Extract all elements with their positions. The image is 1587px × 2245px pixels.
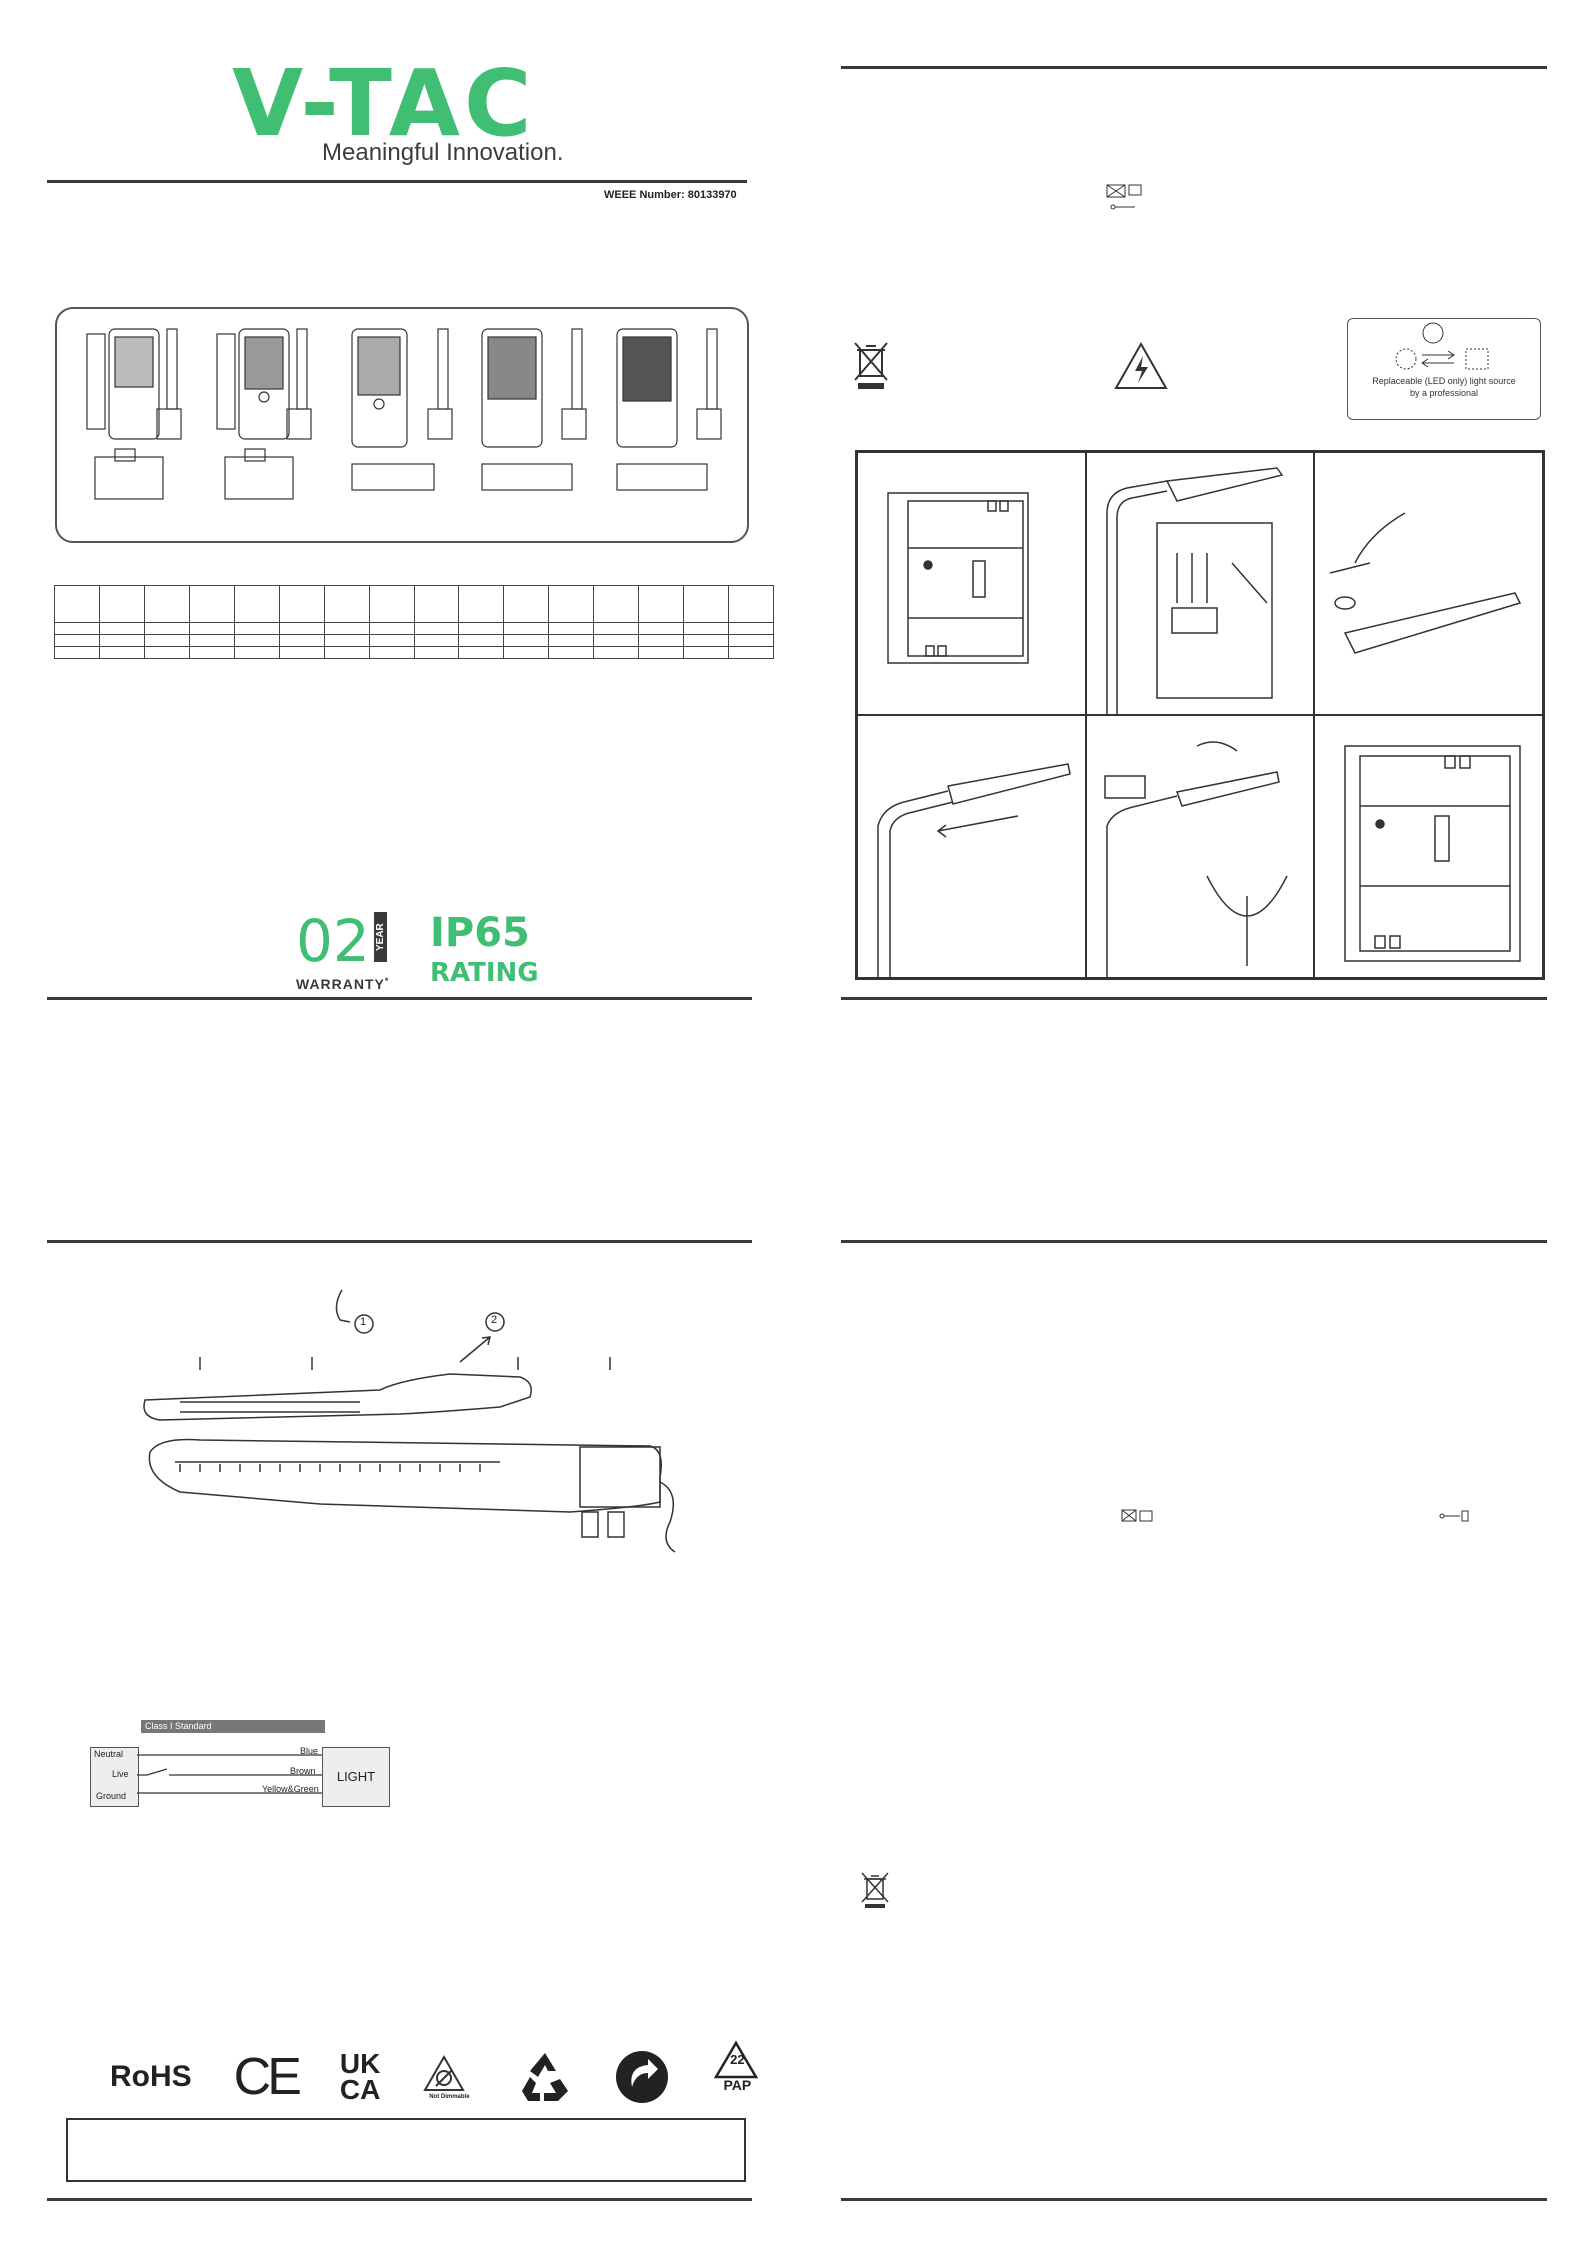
- spec-table: [54, 585, 774, 659]
- ukca-mark: UK CA: [339, 2047, 381, 2105]
- replaceable-text-2: by a professional: [1409, 388, 1479, 398]
- divider-mid-left: [47, 997, 752, 1000]
- rating-label: RATING: [430, 958, 539, 988]
- note-box: [66, 2118, 746, 2182]
- warranty-asterisk: *: [384, 976, 390, 986]
- disassembly-drawing: 1 2: [120, 1262, 720, 1582]
- replaceable-text-1: Replaceable (LED only) light source: [1372, 376, 1516, 386]
- ip-code: IP65: [430, 910, 530, 956]
- wiring-neutral: Neutral: [94, 1749, 124, 1759]
- wiring-brown: Brown: [290, 1766, 316, 1776]
- replaceable-light-source-icon: Replaceable (LED only) light source by a…: [1347, 318, 1541, 420]
- ukca-line1: UK: [339, 2047, 381, 2079]
- wiring-yellow-green: Yellow&Green: [262, 1784, 319, 1794]
- recycle-icon: [518, 2051, 572, 2103]
- weee-bin-small-icon: [860, 1870, 890, 1910]
- divider-upper-bottom-left: [47, 1240, 752, 1243]
- wiring-blue: Blue: [300, 1746, 319, 1756]
- step-panel-wiring: [1085, 452, 1315, 715]
- wiring-light-box: LIGHT: [322, 1747, 390, 1807]
- step-panel-tighten-adjust: [1085, 715, 1315, 978]
- warranty-years: 02: [296, 907, 370, 975]
- warranty-label: WARRANTY: [296, 976, 385, 992]
- step-panel-screws: [1314, 452, 1543, 715]
- divider-upper-bottom-right: [841, 1240, 1547, 1243]
- not-dimmable-icon: Not Dimmable: [422, 2054, 476, 2100]
- rohs-mark: RoHS: [110, 2059, 192, 2093]
- step-panel-open-cover: [857, 452, 1086, 715]
- installation-steps-grid: [855, 450, 1545, 980]
- small-symbol-icons: [1105, 183, 1155, 217]
- small-connector-icon: [1438, 1508, 1470, 1524]
- weee-number: WEEE Number: 80133970: [604, 189, 737, 201]
- product-diagram-panel: [55, 307, 749, 543]
- ip-rating-badge: IP65 RATING: [430, 910, 539, 988]
- tagline: Meaningful Innovation.: [322, 139, 564, 166]
- small-box-icon: [1120, 1508, 1158, 1524]
- ce-mark: CE: [233, 2047, 302, 2106]
- wiring-live: Live: [112, 1769, 129, 1779]
- divider-mid-right: [841, 997, 1547, 1000]
- electric-hazard-icon: [1113, 341, 1169, 391]
- certification-marks: RoHS CE UK CA Not Dimmable 22 PAP: [110, 2040, 762, 2113]
- logo: V-TAC: [232, 58, 572, 150]
- not-dimmable-label: Not Dimmable: [429, 2093, 470, 2100]
- weee-bin-icon: [852, 340, 890, 390]
- warranty-badge: 02 YEAR WARRANTY*: [296, 907, 402, 992]
- ukca-line2: CA: [339, 2073, 381, 2105]
- product-views-drawing: [86, 328, 722, 500]
- divider-top-right: [841, 66, 1547, 69]
- pap-number: 22: [730, 2052, 745, 2067]
- step-1-number: 1: [360, 1316, 367, 1328]
- pap-label: PAP: [723, 2077, 752, 2093]
- year-tag: YEAR: [373, 912, 387, 962]
- wiring-diagram: Class I Standard Neutral Live Ground Blu…: [90, 1720, 390, 1810]
- logo-text: V-TAC: [232, 50, 536, 157]
- wiring-header: Class I Standard: [141, 1720, 325, 1733]
- divider-top-left: [47, 180, 747, 183]
- step-2-number: 2: [491, 1314, 498, 1326]
- wiring-ground: Ground: [96, 1791, 127, 1801]
- step-panel-close-cover: [1314, 715, 1543, 978]
- step-panel-slide-on: [857, 715, 1086, 978]
- divider-bottom-left: [47, 2198, 752, 2201]
- divider-bottom-right: [841, 2198, 1547, 2201]
- pap-recycle-icon: 22 PAP: [712, 2040, 762, 2113]
- green-dot-icon: [614, 2049, 670, 2105]
